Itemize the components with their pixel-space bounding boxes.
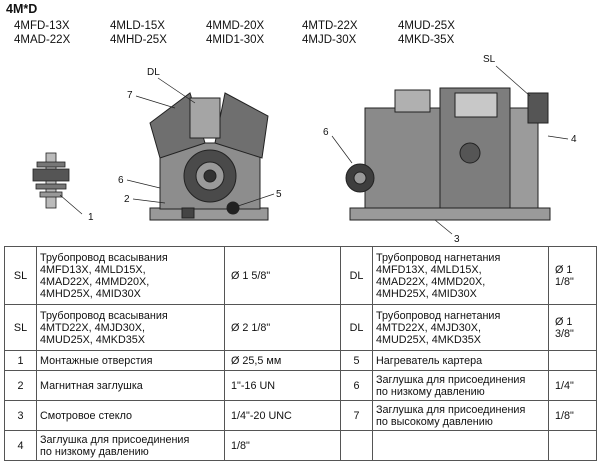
table-cell: 3 (4, 400, 37, 431)
table-cell: 1/4"-20 UNC (224, 400, 341, 431)
table-row: 4 Заглушка для присоединения по низкому … (4, 430, 597, 461)
table-row: 3 Смотровое стекло 1/4"-20 UNC 7 Заглушк… (4, 400, 597, 431)
table-cell: Трубопровод всасывания 4MTD22X, 4MJD30X,… (36, 304, 225, 351)
table-cell: 4 (4, 430, 37, 461)
table-cell: 7 (340, 400, 373, 431)
table-cell (548, 430, 597, 461)
table-cell: 2 (4, 370, 37, 401)
table-cell: 1/8" (224, 430, 341, 461)
table-cell: 5 (340, 350, 373, 371)
callout-4: 4 (571, 134, 577, 145)
table-cell: Ø 1 3/8" (548, 304, 597, 351)
table-cell: Ø 1 1/8" (548, 246, 597, 305)
table-cell (340, 430, 373, 461)
model-name: 4MTD-22X (302, 20, 358, 32)
model-name: 4MUD-25X (398, 20, 455, 32)
table-row: SL Трубопровод всасывания 4MTD22X, 4MJD3… (4, 304, 597, 351)
model-name: 4MAD-22X (14, 34, 71, 46)
callout-6: 6 (118, 175, 124, 186)
model-list: 4MFD-13X 4MLD-15X 4MMD-20X 4MTD-22X 4MUD… (14, 19, 494, 47)
table-row: SL Трубопровод всасывания 4MFD13X, 4MLD1… (4, 246, 597, 305)
table-cell: Трубопровод всасывания 4MFD13X, 4MLD15X,… (36, 246, 225, 305)
table-cell: 6 (340, 370, 373, 401)
model-name: 4MJD-30X (302, 34, 357, 46)
table-cell: Магнитная заглушка (36, 370, 225, 401)
table-cell: SL (4, 246, 37, 305)
model-name: 4MLD-15X (110, 20, 165, 32)
spec-table: SL Трубопровод всасывания 4MFD13X, 4MLD1… (4, 246, 597, 461)
table-cell: Монтажные отверстия (36, 350, 225, 371)
table-cell: Трубопровод нагнетания 4MFD13X, 4MLD15X,… (372, 246, 549, 305)
table-cell: Ø 25,5 мм (224, 350, 341, 371)
table-cell: Заглушка для присоединения по высокому д… (372, 400, 549, 431)
table-row: 2 Магнитная заглушка 1"-16 UN 6 Заглушка… (4, 370, 597, 401)
table-cell: Трубопровод нагнетания 4MTD22X, 4MJD30X,… (372, 304, 549, 351)
model-name: 4MKD-35X (398, 34, 455, 46)
table-cell: Заглушка для присоединения по низкому да… (372, 370, 549, 401)
table-cell: Нагреватель картера (372, 350, 549, 371)
model-name: 4MFD-13X (14, 20, 70, 32)
compressor-front-view (149, 92, 269, 221)
callout-7: 7 (127, 90, 133, 101)
table-cell: 1 (4, 350, 37, 371)
callout-dl: DL (147, 67, 160, 78)
table-cell: Ø 1 5/8" (224, 246, 341, 305)
callout-1: 1 (88, 212, 94, 223)
callout-sl: SL (483, 54, 496, 65)
table-cell (372, 430, 549, 461)
compressor-drawing: DL 7 6 2 5 1 SL 4 6 3 (32, 54, 577, 245)
table-cell: Заглушка для присоединения по низкому да… (36, 430, 225, 461)
model-name: 4MHD-25X (110, 34, 167, 46)
compressor-side-view (345, 87, 551, 221)
table-cell: 1/4" (548, 370, 597, 401)
table-cell: 1"-16 UN (224, 370, 341, 401)
table-cell: DL (340, 304, 373, 351)
table-cell: Смотровое стекло (36, 400, 225, 431)
table-cell: Ø 2 1/8" (224, 304, 341, 351)
callout-5: 5 (276, 189, 282, 200)
callout-6: 6 (323, 127, 329, 138)
model-name: 4MMD-20X (206, 20, 265, 32)
table-row: 1 Монтажные отверстия Ø 25,5 мм 5 Нагрев… (4, 350, 597, 371)
page-title: 4M*D (6, 2, 38, 16)
table-cell (548, 350, 597, 371)
table-cell: 1/8" (548, 400, 597, 431)
table-cell: DL (340, 246, 373, 305)
mounting-hole-detail (32, 152, 70, 209)
model-name: 4MID1-30X (206, 34, 265, 46)
table-cell: SL (4, 304, 37, 351)
callout-2: 2 (124, 194, 130, 205)
callout-3: 3 (454, 234, 460, 245)
